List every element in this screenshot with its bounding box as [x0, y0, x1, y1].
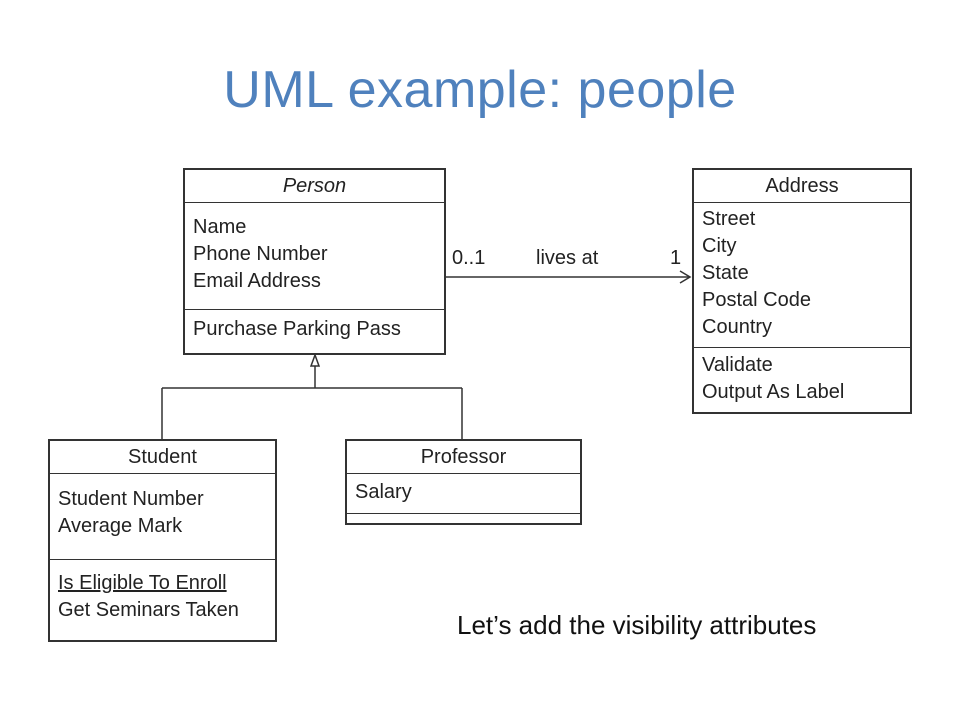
attribute-street: Street: [702, 208, 756, 230]
class-student: Student Student Number Average Mark Is E…: [48, 439, 277, 642]
association-source-multiplicity: 0..1: [452, 247, 486, 269]
operation-output-as-label: Output As Label: [702, 381, 845, 403]
class-person-attributes: Name Phone Number Email Address: [185, 203, 444, 310]
class-professor-operations: [347, 514, 580, 524]
class-person-operations: Purchase Parking Pass: [185, 310, 444, 347]
class-address-attributes: Street City State Postal Code Country: [694, 203, 910, 348]
operation-is-eligible-to-enroll: Is Eligible To Enroll: [58, 572, 227, 594]
attribute-city: City: [702, 235, 737, 257]
attribute-email-address: Email Address: [193, 270, 321, 292]
class-address-operations: Validate Output As Label: [694, 348, 910, 410]
attribute-salary: Salary: [355, 481, 412, 503]
attribute-student-number: Student Number: [58, 488, 204, 510]
operation-purchase-parking-pass: Purchase Parking Pass: [193, 318, 401, 340]
association-target-multiplicity: 1: [670, 247, 682, 269]
attribute-postal-code: Postal Code: [702, 289, 811, 311]
class-professor: Professor Salary: [345, 439, 582, 525]
attribute-phone-number: Phone Number: [193, 243, 328, 265]
association-name: lives at: [536, 247, 599, 269]
attribute-country: Country: [702, 316, 773, 338]
class-address: Address Street City State Postal Code Co…: [692, 168, 912, 414]
class-professor-name: Professor: [347, 441, 580, 474]
association-arrowhead: [679, 270, 692, 284]
class-student-operations: Is Eligible To Enroll Get Seminars Taken: [50, 560, 275, 628]
class-student-attributes: Student Number Average Mark: [50, 474, 275, 560]
slide-title: UML example: people: [223, 61, 737, 119]
attribute-name: Name: [193, 216, 247, 238]
attribute-average-mark: Average Mark: [58, 515, 183, 537]
generalization-triangle-icon: [309, 352, 321, 367]
class-address-name: Address: [694, 170, 910, 203]
class-professor-attributes: Salary: [347, 474, 580, 514]
operation-get-seminars-taken: Get Seminars Taken: [58, 599, 239, 621]
class-student-name: Student: [50, 441, 275, 474]
class-person-name: Person: [185, 170, 444, 203]
attribute-state: State: [702, 262, 749, 284]
class-person: Person Name Phone Number Email Address P…: [183, 168, 446, 355]
caption: Let’s add the visibility attributes: [457, 610, 817, 640]
operation-validate: Validate: [702, 354, 773, 376]
